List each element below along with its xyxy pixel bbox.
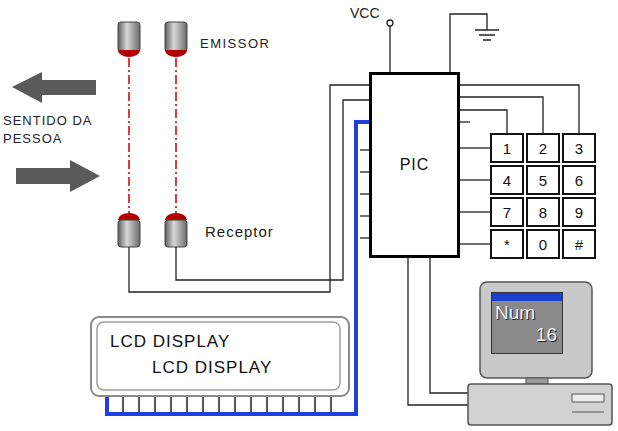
- monitor-stand: [526, 378, 548, 384]
- emitter-body: [118, 22, 140, 52]
- node-text: 3: [575, 140, 583, 157]
- label-holder: Receptor: [205, 222, 274, 242]
- serial-wire: [430, 258, 468, 393]
- text-label: EMISSOR: [200, 35, 270, 53]
- keypad-wire: [460, 243, 490, 244]
- drive-slot: [572, 412, 604, 413]
- light-beam: [175, 58, 177, 214]
- node-text: 1: [503, 140, 511, 157]
- label-holder: VCC: [350, 4, 380, 23]
- node-text: 2: [539, 140, 547, 157]
- emitter-lens: [165, 50, 187, 57]
- emitter-body: [165, 22, 187, 52]
- node-text: 4: [503, 172, 511, 189]
- node-text: Num: [495, 302, 535, 324]
- ground-wire: [450, 14, 487, 72]
- node-text: *: [504, 236, 510, 253]
- keypad-key: 5: [526, 165, 560, 195]
- computer-case: [468, 384, 612, 425]
- power-wire: [389, 26, 390, 72]
- keypad-key: 4: [490, 165, 524, 195]
- node-text: LCD DISPLAY: [110, 332, 230, 352]
- keypad-key: 3: [562, 133, 596, 163]
- node-text: 6: [575, 172, 583, 189]
- signal-wire: [176, 100, 369, 280]
- data-bus: [107, 122, 369, 414]
- emitter-lens: [118, 50, 140, 57]
- vcc-terminal: [387, 20, 393, 26]
- serial-wire: [408, 258, 468, 405]
- text-label: SENTIDO DA PESSOA: [3, 112, 93, 147]
- ground-symbol: [475, 29, 499, 31]
- keypad-key: 2: [526, 133, 560, 163]
- node-text: 7: [503, 204, 511, 221]
- node-text: #: [575, 236, 583, 253]
- lcd-pins: [107, 397, 331, 414]
- label-holder: EMISSOR: [200, 34, 270, 53]
- keypad-wire: [460, 147, 490, 148]
- keypad-wire: [460, 97, 543, 133]
- lcd-glass: [97, 322, 340, 390]
- keypad-wire: [460, 85, 579, 133]
- node-text: 16: [536, 324, 557, 346]
- keypad-key: 8: [526, 197, 560, 227]
- keypad-key: 9: [562, 197, 596, 227]
- keypad-wire: [460, 110, 507, 133]
- monitor-bezel: [480, 282, 592, 378]
- node-text: PIC: [400, 156, 430, 174]
- screen-window: Num16: [491, 292, 563, 354]
- receptor-lens: [165, 213, 187, 220]
- direction-arrow: [16, 160, 100, 192]
- receptor-body: [118, 220, 140, 247]
- keypad-wire: [460, 211, 490, 212]
- keypad-key: #: [562, 229, 596, 259]
- direction-arrow: [12, 72, 96, 103]
- light-beam: [128, 58, 130, 214]
- text-label: Receptor: [205, 222, 274, 242]
- node-text: LCD DISPLAY: [152, 358, 272, 378]
- keypad-key: 7: [490, 197, 524, 227]
- signal-wire: [129, 85, 369, 292]
- keypad-key: 0: [526, 229, 560, 259]
- receptor-body: [165, 220, 187, 247]
- microcontroller-box: PIC: [369, 72, 460, 258]
- node-text: 8: [539, 204, 547, 221]
- drive-slot: [572, 394, 604, 402]
- node-text: 5: [539, 172, 547, 189]
- label-holder: SENTIDO DA PESSOA: [3, 112, 93, 147]
- keypad-wire: [460, 179, 490, 180]
- node-text: 9: [575, 204, 583, 221]
- ground-symbol: [479, 34, 495, 36]
- node-text: 0: [539, 236, 547, 253]
- ground-symbol: [483, 39, 491, 41]
- keypad-key: 1: [490, 133, 524, 163]
- receptor-lens: [118, 213, 140, 220]
- lcd-display: LCD DISPLAY LCD DISPLAY: [90, 316, 350, 397]
- text-label: VCC: [350, 4, 380, 23]
- keypad-key: 6: [562, 165, 596, 195]
- keypad-key: *: [490, 229, 524, 259]
